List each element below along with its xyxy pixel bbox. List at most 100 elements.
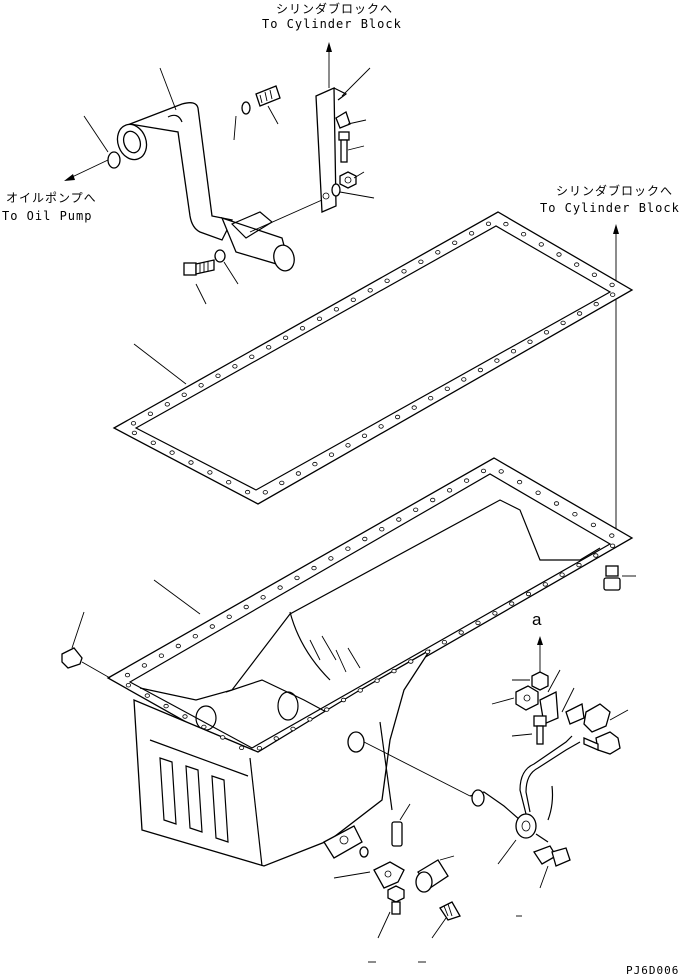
bolt-hole bbox=[576, 562, 582, 568]
bolt-hole bbox=[260, 595, 266, 600]
bolt-hole bbox=[424, 649, 431, 654]
bolt-hole bbox=[535, 490, 541, 495]
bolt-hole bbox=[262, 490, 268, 495]
bolt-hole bbox=[361, 433, 368, 438]
bracket-bolt bbox=[338, 131, 350, 163]
bolt-hole bbox=[379, 527, 385, 532]
bolt-hole bbox=[295, 471, 301, 476]
bolt-hole bbox=[391, 668, 397, 674]
harness-clamp-bolt bbox=[583, 731, 621, 755]
bolt-hole bbox=[485, 221, 492, 226]
dash-marks bbox=[368, 915, 522, 963]
bolt-hole bbox=[590, 522, 597, 528]
bolt-hole bbox=[362, 536, 368, 542]
bolt-hole bbox=[169, 450, 175, 455]
oring-oil-pump bbox=[107, 151, 121, 169]
bolt-hole bbox=[192, 634, 198, 639]
oil-pan bbox=[106, 457, 634, 867]
bolt-hole bbox=[520, 231, 527, 237]
bolt-hole bbox=[461, 377, 467, 382]
arrow-to-cylinder-block-right bbox=[613, 224, 619, 540]
bolt-hole bbox=[593, 553, 599, 558]
oil-pan-gasket bbox=[112, 211, 634, 505]
bolt-lower-left bbox=[183, 259, 215, 276]
bolt-hole bbox=[158, 653, 164, 658]
bolt-hole bbox=[220, 735, 226, 740]
bolt-hole bbox=[273, 736, 279, 741]
bolt-hole bbox=[509, 601, 515, 606]
bolt-hole bbox=[141, 663, 147, 668]
bolt-hole bbox=[367, 288, 373, 293]
drain-bolt bbox=[377, 885, 405, 939]
bolt-hole bbox=[413, 507, 419, 512]
bolt-hole bbox=[163, 703, 169, 709]
bolt-hole bbox=[542, 582, 548, 587]
bolt-hole bbox=[384, 278, 390, 283]
bracket-nut bbox=[335, 111, 351, 129]
bolt-hole bbox=[593, 301, 599, 307]
clamp-bolt bbox=[511, 715, 547, 745]
bolt-hole bbox=[516, 479, 523, 485]
bolt-hole bbox=[446, 488, 453, 493]
label-to-oil-pump-jp: オイルポンプへ bbox=[6, 191, 97, 205]
harness-connector bbox=[561, 687, 629, 733]
bolt-hole bbox=[226, 614, 232, 619]
bolt-hole bbox=[249, 354, 255, 359]
bolt-hole bbox=[124, 672, 131, 678]
bolt-hole bbox=[609, 543, 616, 548]
sensor-bolt bbox=[533, 845, 571, 889]
bolt-hole bbox=[538, 242, 544, 247]
bolt-hole bbox=[396, 517, 402, 522]
bolt-hole bbox=[316, 316, 323, 321]
bolt-hole bbox=[181, 392, 187, 397]
bolt-hole bbox=[430, 497, 436, 503]
bolt-hole bbox=[572, 512, 578, 517]
gasket-bolt-holes bbox=[130, 221, 616, 495]
pin bbox=[391, 803, 411, 847]
bolt-hole bbox=[307, 717, 313, 722]
drain-valve-body bbox=[333, 861, 405, 889]
bolt-hole bbox=[444, 386, 450, 391]
bolt-hole bbox=[468, 231, 475, 236]
bolt-hole bbox=[610, 292, 616, 297]
bolt-hole bbox=[125, 683, 131, 688]
bolt-hole bbox=[266, 345, 272, 350]
clamp-bracket bbox=[491, 669, 561, 725]
bolt-hole bbox=[188, 460, 194, 465]
bolt-upper bbox=[255, 85, 281, 107]
bolt-hole bbox=[150, 440, 156, 445]
drawing-code: PJ6D006 bbox=[626, 964, 680, 977]
arrow-callout-a-upper bbox=[537, 636, 543, 672]
bolt-hole bbox=[345, 443, 351, 448]
bolt-hole bbox=[144, 693, 150, 698]
pipe-bracket bbox=[249, 87, 348, 233]
bolt-hole bbox=[492, 611, 498, 616]
bolt-hole bbox=[553, 501, 560, 506]
bolt-hole bbox=[475, 620, 481, 626]
level-sensor-harness bbox=[347, 731, 581, 865]
bolt-hole bbox=[350, 297, 356, 302]
bolt-hole bbox=[333, 307, 339, 312]
bolt-hole bbox=[559, 572, 565, 577]
bracket-washer-lower bbox=[331, 183, 341, 197]
bolt-hole bbox=[226, 480, 232, 485]
bolt-hole bbox=[480, 468, 487, 474]
bolt-hole bbox=[279, 480, 285, 486]
bolt-hole bbox=[215, 373, 221, 378]
bolt-hole bbox=[232, 364, 238, 369]
bolt-hole bbox=[294, 575, 300, 581]
bolt-hole bbox=[345, 546, 351, 551]
bolt-hole bbox=[290, 726, 296, 732]
arrow-to-cylinder-block-top bbox=[326, 42, 332, 88]
bracket-nut-lower bbox=[339, 171, 357, 189]
bolt-hole bbox=[428, 396, 434, 401]
bolt-hole bbox=[147, 411, 153, 416]
suction-pipe bbox=[116, 102, 295, 272]
bolt-hole bbox=[401, 269, 407, 274]
bolt-hole bbox=[527, 339, 533, 344]
bolt-hole bbox=[131, 430, 137, 436]
bolt-hole bbox=[556, 252, 562, 257]
bolt-hole bbox=[494, 358, 500, 363]
